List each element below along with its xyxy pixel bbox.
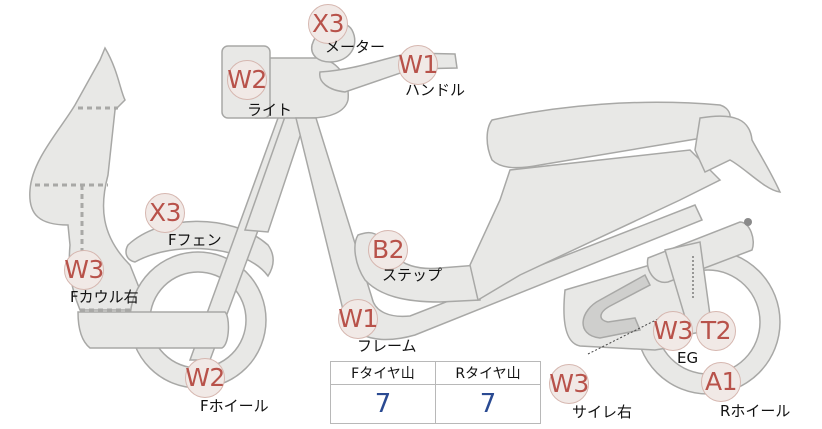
ffender-marker: X3 [145,193,185,233]
eg-t-marker: T2 [696,311,736,351]
marker-circle [185,358,225,398]
frame-marker: W1 [338,299,378,339]
marker-circle [701,362,741,402]
rear-cowl [694,115,782,193]
fcowl-label: Fカウル右 [70,288,139,306]
meter-code: X3 [311,9,345,38]
rear-body [469,149,722,302]
fcowl-code: W3 [64,255,104,284]
handle-label: ハンドル [405,81,466,99]
meter-marker: X3 [308,4,348,44]
rwheel-label: Rホイール [720,402,791,420]
marker-circle [338,299,378,339]
tire-tread-table: Fタイヤ山 Rタイヤ山 7 7 [330,361,541,424]
rear-tire-header: Rタイヤ山 [435,361,541,385]
step-label: ステップ [382,266,443,284]
ffender-label: Fフェン [168,231,222,249]
marker-circle [227,60,267,100]
exhaust-pipe [582,273,651,339]
eg-t-code: T2 [700,316,732,345]
fwheel-code: W2 [185,363,225,392]
light-code: W2 [227,65,267,94]
eg-w-code: W3 [653,316,693,345]
front-tire-header: Fタイヤ山 [330,361,436,385]
marker-circle [398,45,438,85]
silencer-marker: W3 [549,364,589,404]
marker-circle [308,4,348,44]
eg-label: EG [677,349,699,367]
silencer-label: サイレ右 [572,403,633,421]
marker-circle [64,250,104,290]
light-label: ライト [247,101,293,119]
marker-circle [696,311,736,351]
fwheel-marker: W2 [185,358,225,398]
meter-label: メーター [325,38,386,56]
step-marker: B2 [368,230,408,270]
marker-circle [549,364,589,404]
under-cowl [77,311,230,349]
handle-marker: W1 [398,45,438,85]
silencer-code: W3 [549,369,589,398]
marker-circle [145,193,185,233]
ffender-code: X3 [148,198,182,227]
fcowl-marker: W3 [64,250,104,290]
rear-tire-value: 7 [435,384,541,424]
eg-w-marker: W3 [653,311,693,351]
marker-circle [653,311,693,351]
rwheel-marker: A1 [701,362,741,402]
light-marker: W2 [227,60,267,100]
fwheel-label: Fホイール [200,397,269,415]
handle-code: W1 [398,50,438,79]
frame-label: フレーム [357,337,417,355]
front-tire-value: 7 [330,384,436,424]
step-code: B2 [371,235,405,264]
marker-circle [368,230,408,270]
rwheel-code: A1 [704,367,738,396]
frame-code: W1 [338,304,378,333]
cowl-panel-line [35,106,140,312]
